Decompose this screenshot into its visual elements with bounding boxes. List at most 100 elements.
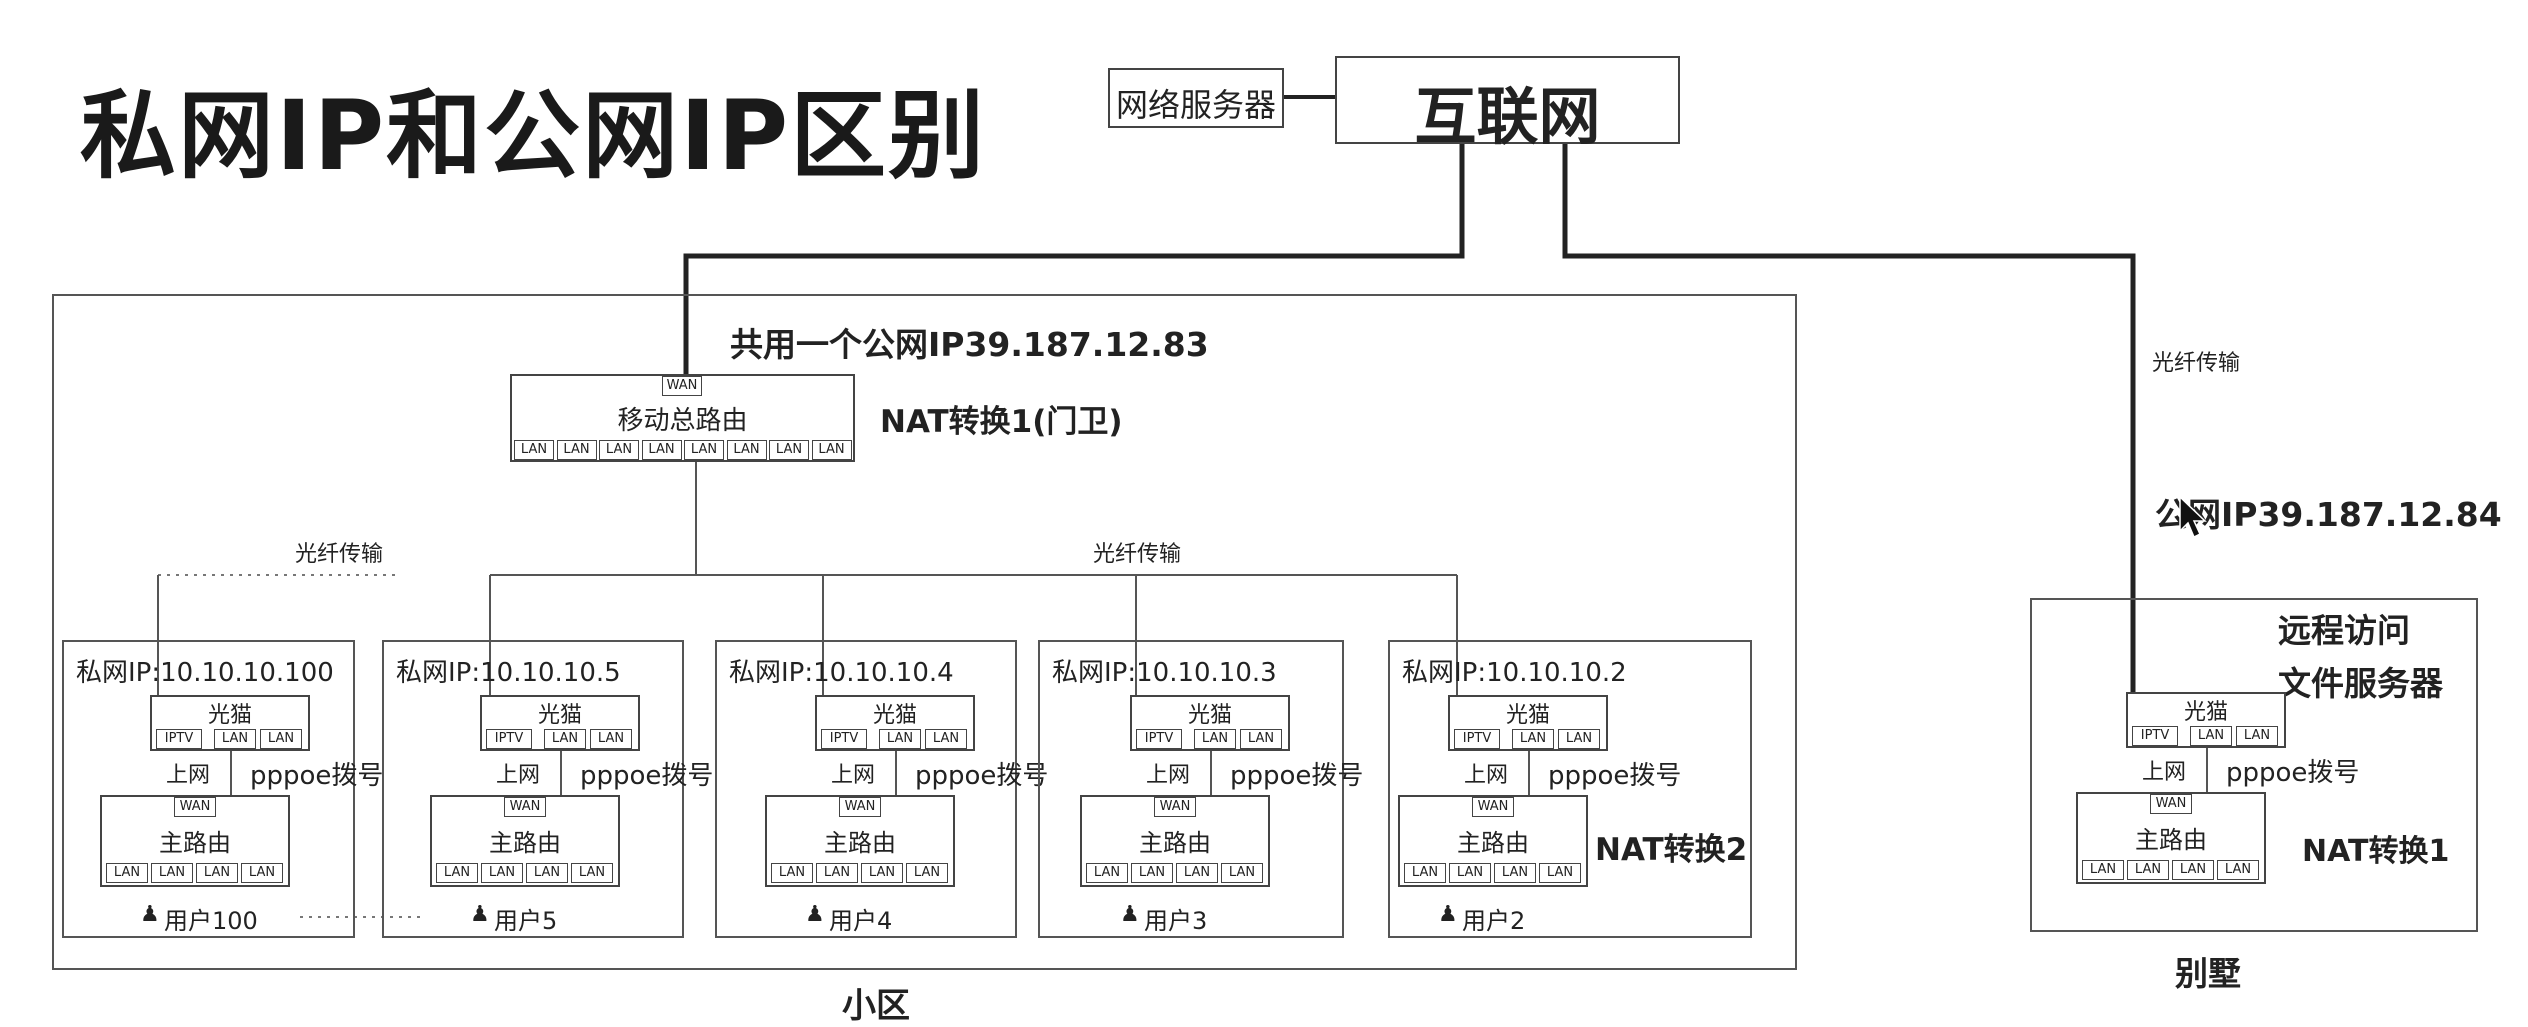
online-label: 上网 [166, 763, 211, 788]
modem-label: 光猫 [1187, 703, 1232, 728]
modem-lan-port: LAN [2190, 726, 2232, 746]
modem-lan-port: LAN [879, 729, 921, 749]
router-lan-port: LAN [151, 863, 193, 883]
iptv-port: IPTV [156, 729, 202, 749]
router-lan-port: LAN [726, 440, 767, 460]
router-lan-port: LAN [641, 440, 682, 460]
main-router-label: 主路由 [489, 829, 561, 857]
network-server-box: 网络服务器 [1108, 68, 1284, 128]
router-lan-port: LAN [556, 440, 597, 460]
user-label: 用户4 [829, 907, 893, 935]
main-router-label: 主路由 [1139, 829, 1211, 857]
router-lan-port: LAN [196, 863, 238, 883]
router-lan-port: LAN [1176, 863, 1218, 883]
pppoe-label: pppoe拨号 [2226, 758, 2360, 788]
router-wan-port: WAN [839, 797, 881, 817]
modem-lan-port: LAN [1240, 729, 1282, 749]
modem-router-link [2206, 748, 2208, 792]
iptv-port: IPTV [821, 729, 867, 749]
villa-public-ip: 公网IP39.187.12.84 [2155, 495, 2502, 534]
fiber-label-left: 光纤传输 [295, 542, 384, 567]
user-icon: ♟ [470, 902, 490, 927]
remote-access-line1: 远程访问 [2278, 611, 2410, 650]
router-wan-port: WAN [662, 376, 702, 396]
private-ip-label: 私网IP:10.10.10.100 [76, 658, 334, 688]
router-lan-port: LAN [1086, 863, 1128, 883]
modem-router-link [895, 751, 897, 795]
router-lan-port: LAN [684, 440, 724, 460]
main-router-label: 主路由 [159, 829, 231, 857]
unit-frame-4 [1038, 640, 1344, 938]
unit-frame-1 [62, 640, 355, 938]
router-lan-port: LAN [861, 863, 903, 883]
router-wan-port: WAN [1472, 797, 1514, 817]
router-lan-port: LAN [526, 863, 568, 883]
unit-frame-5 [1388, 640, 1752, 938]
iptv-port: IPTV [1136, 729, 1182, 749]
internet-label: 互联网 [1414, 80, 1601, 153]
modem-lan-port: LAN [1194, 729, 1236, 749]
router-lan-port: LAN [2172, 860, 2214, 880]
router-lan-port: LAN [1131, 863, 1173, 883]
modem-label: 光猫 [1505, 703, 1550, 728]
router-lan-port: LAN [1404, 863, 1446, 883]
user-icon: ♟ [1438, 902, 1458, 927]
modem-lan-port: LAN [1558, 729, 1600, 749]
router-lan-port: LAN [2217, 860, 2259, 880]
router-lan-port: LAN [2082, 860, 2124, 880]
router-lan-port: LAN [599, 440, 639, 460]
modem-lan-port: LAN [2236, 726, 2278, 746]
modem-label: 光猫 [537, 703, 582, 728]
online-label: 上网 [2142, 760, 2187, 785]
main-router-label: 主路由 [1457, 829, 1529, 857]
pppoe-label: pppoe拨号 [580, 761, 714, 791]
modem-lan-port: LAN [925, 729, 967, 749]
shared-public-ip: 共用一个公网IP39.187.12.83 [730, 325, 1209, 364]
nat-gatekeeper-label: NAT转换1(门卫) [880, 404, 1123, 440]
modem-label: 光猫 [872, 703, 917, 728]
modem-lan-port: LAN [1512, 729, 1554, 749]
fiber-label-right: 光纤传输 [1093, 542, 1182, 567]
user-label: 用户5 [494, 907, 558, 935]
router-wan-port: WAN [1154, 797, 1196, 817]
router-wan-port: WAN [174, 797, 216, 817]
pppoe-label: pppoe拨号 [250, 761, 384, 791]
router-lan-port: LAN [1449, 863, 1491, 883]
nat2-label: NAT转换2 [1595, 832, 1748, 868]
user-label: 用户3 [1144, 907, 1208, 935]
online-label: 上网 [496, 763, 541, 788]
modem-router-link [1528, 751, 1530, 795]
router-lan-port: LAN [816, 863, 858, 883]
pppoe-label: pppoe拨号 [915, 761, 1049, 791]
router-name: 移动总路由 [617, 406, 748, 436]
modem-router-link [560, 751, 562, 795]
router-lan-port: LAN [514, 440, 554, 460]
router-lan-port: LAN [1221, 863, 1263, 883]
online-label: 上网 [831, 763, 876, 788]
modem-label: 光猫 [2183, 700, 2228, 725]
iptv-port: IPTV [486, 729, 532, 749]
router-lan-port: LAN [906, 863, 948, 883]
router-lan-port: LAN [436, 863, 478, 883]
modem-lan-port: LAN [214, 729, 256, 749]
router-lan-port: LAN [481, 863, 523, 883]
pppoe-label: pppoe拨号 [1548, 761, 1682, 791]
router-lan-port: LAN [106, 863, 148, 883]
unit-frame-2 [382, 640, 684, 938]
router-lan-port: LAN [771, 863, 813, 883]
main-router-label: 主路由 [2135, 826, 2207, 854]
router-lan-port: LAN [2127, 860, 2169, 880]
villa-nat-label: NAT转换1 [2302, 834, 2450, 869]
private-ip-label: 私网IP:10.10.10.4 [729, 658, 954, 688]
router-lan-port: LAN [1539, 863, 1581, 883]
